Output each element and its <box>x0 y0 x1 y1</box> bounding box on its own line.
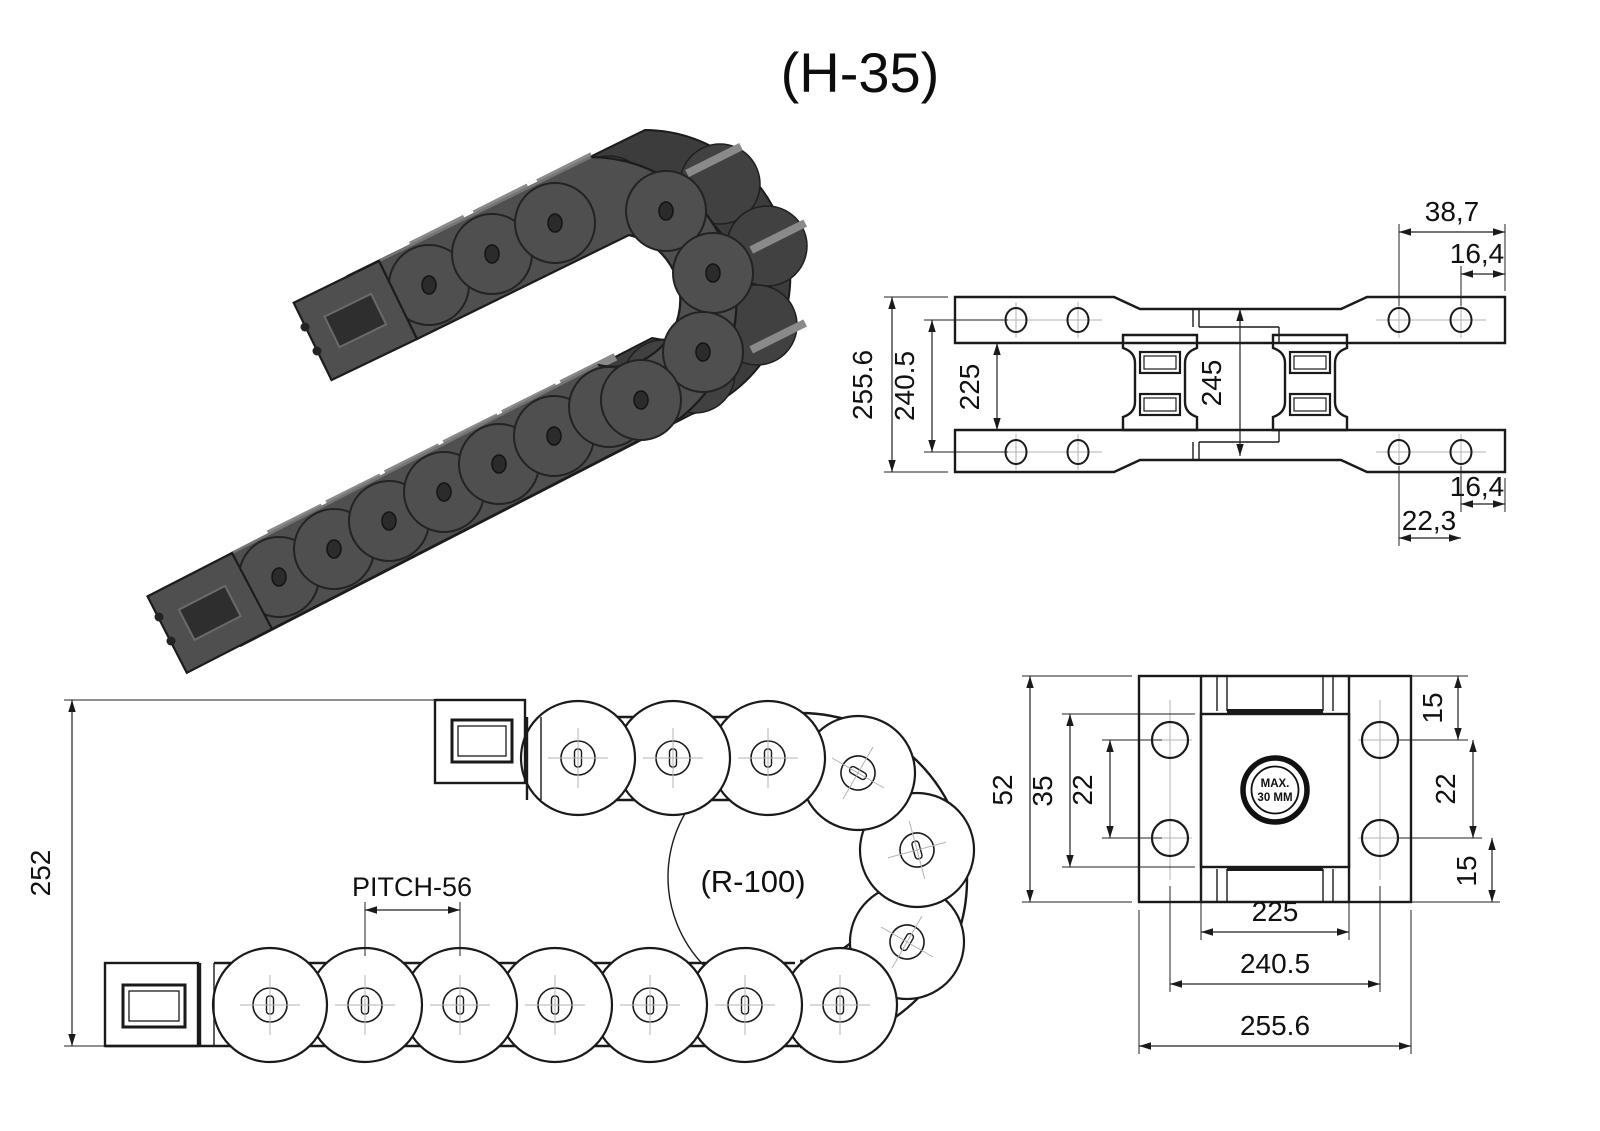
dim-edge-to-hole-bottom: 16,4 <box>1450 471 1505 502</box>
end-view: MAX. 30 MM 52 35 22 15 22 <box>987 674 1500 1054</box>
dim-top-edge-to-hole: 15 <box>1417 692 1448 723</box>
top-rail-outline <box>953 295 1507 345</box>
bottom-rail-outline <box>953 428 1507 474</box>
dim-pitch: PITCH-56 <box>352 872 472 902</box>
dim-overall-width: 255.6 <box>847 350 878 420</box>
dim-overall-width-bottom: 255.6 <box>1240 1010 1310 1041</box>
crossbar-structure <box>1199 674 1351 904</box>
dim-hole-spacing-right: 22 <box>1430 773 1461 804</box>
edge-highlight <box>378 155 592 263</box>
bracket-hole <box>166 636 176 646</box>
top-view-dimensions: 255.6 240.5 225 245 38,7 16,4 16,4 22,3 <box>847 196 1506 546</box>
link-body-right <box>1271 333 1349 432</box>
upper-end-bracket <box>433 698 542 800</box>
cable-note-line1: MAX. <box>1261 778 1290 790</box>
dim-bend-height: 252 <box>25 850 56 897</box>
cable-diameter-badge: MAX. 30 MM <box>1240 755 1310 825</box>
cable-cavity <box>1199 712 1351 869</box>
dim-edge-to-hole-top: 16,4 <box>1450 238 1505 269</box>
edge-highlight <box>231 363 599 555</box>
side-view: 252 PITCH-56 (R-100) <box>25 694 988 1064</box>
bracket-hole <box>300 322 310 332</box>
chain-front-links <box>238 170 754 618</box>
bracket-square-opening <box>323 292 388 349</box>
end-view-dimensions: 52 35 22 15 22 15 225 <box>987 675 1500 1054</box>
link-body-left <box>1121 333 1199 432</box>
bracket-square-opening <box>177 584 243 642</box>
end-hole-centerlines <box>1148 700 1402 880</box>
dim-hole-span-bottom: 240.5 <box>1240 948 1310 979</box>
dim-bend-radius: (R-100) <box>700 864 805 899</box>
dim-overall-height: 52 <box>987 774 1018 805</box>
bracket-hole <box>312 346 322 356</box>
link-body-right-slots <box>1288 350 1332 417</box>
dim-end-to-hole: 38,7 <box>1425 196 1480 227</box>
dim-link-length: 245 <box>1196 360 1227 407</box>
dim-hole-span: 240.5 <box>889 351 920 421</box>
side-view-dimensions: 252 PITCH-56 (R-100) <box>25 699 806 1047</box>
lower-end-bracket <box>103 961 215 1048</box>
top-view: 255.6 240.5 225 245 38,7 16,4 16,4 22,3 <box>847 196 1507 546</box>
upper-run-links <box>519 699 827 817</box>
dim-inner-width-bottom: 225 <box>1252 896 1299 927</box>
dim-inner-width: 225 <box>954 364 985 411</box>
dim-inner-height: 35 <box>1027 775 1058 806</box>
dim-hole-spacing-left: 22 <box>1067 774 1098 805</box>
dim-hole-pitch: 22,3 <box>1402 505 1457 536</box>
drawing-title: (H-35) <box>781 41 940 104</box>
dim-hole-to-bottom-edge: 15 <box>1451 855 1482 886</box>
rail-holes <box>1004 307 1473 465</box>
bracket-hole <box>154 612 164 622</box>
isometric-view <box>146 128 808 675</box>
link-body-left-slots <box>1138 350 1182 417</box>
cable-note-line2: 30 MM <box>1257 792 1292 804</box>
